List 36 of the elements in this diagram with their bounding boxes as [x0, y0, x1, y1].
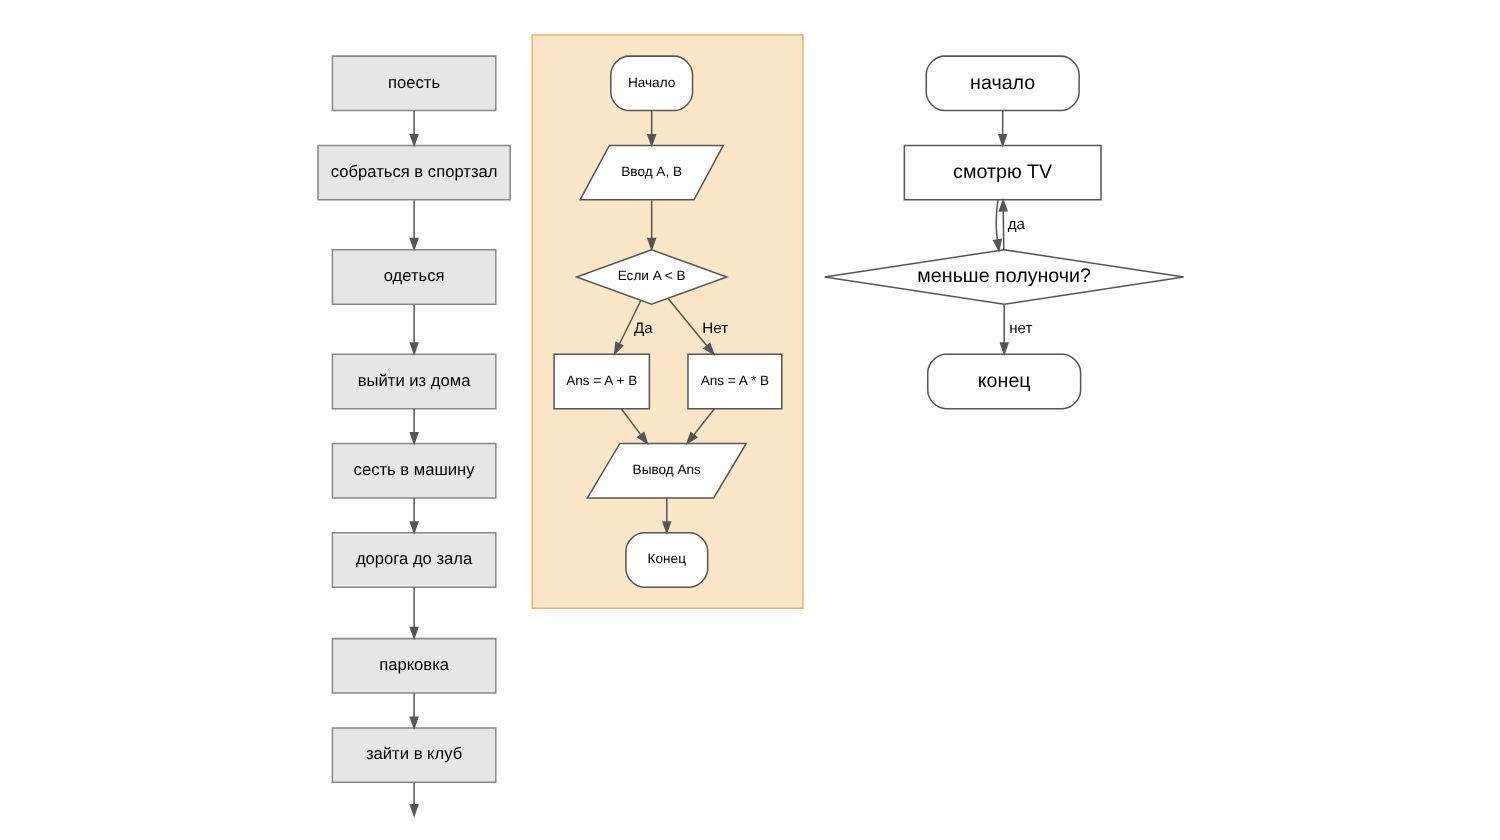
arrow [408, 110, 418, 148]
arrow [991, 199, 1001, 253]
arrow [612, 299, 641, 356]
arrow [408, 408, 418, 446]
arrow [645, 199, 656, 252]
node-box: зайти в клуб [330, 727, 496, 784]
edge-label: Нет [701, 319, 728, 337]
arrow [408, 781, 418, 818]
arrow [998, 303, 1008, 356]
arrow [408, 586, 418, 641]
node-box: дорога до зала [330, 531, 496, 588]
node-box: сесть в машину [330, 442, 496, 499]
arrow [408, 199, 418, 252]
arrow [684, 408, 715, 446]
node-box: конец [926, 353, 1081, 410]
node-box: начало [924, 55, 1079, 112]
arrow [619, 408, 648, 446]
cluster [530, 34, 803, 610]
arrow [408, 692, 418, 731]
arrow [661, 497, 671, 535]
arrow [408, 497, 418, 535]
node-box: собраться в спортзал [316, 144, 510, 201]
node-box: одеться [330, 249, 496, 305]
node-box: смотрю TV [902, 144, 1101, 201]
arrow [996, 110, 1007, 148]
node-diamond: меньше полуночи? [822, 249, 1184, 306]
edge-label: нет [1008, 319, 1032, 337]
edge-label: Да [633, 319, 652, 337]
node-box: выйти из дома [330, 353, 496, 410]
arrow [666, 297, 715, 356]
node-box: поесть [330, 55, 496, 112]
arrow [645, 110, 656, 148]
arrow [997, 197, 1007, 251]
edge-label: да [1006, 214, 1024, 233]
arrow [408, 303, 418, 356]
node-box: парковка [330, 637, 496, 694]
